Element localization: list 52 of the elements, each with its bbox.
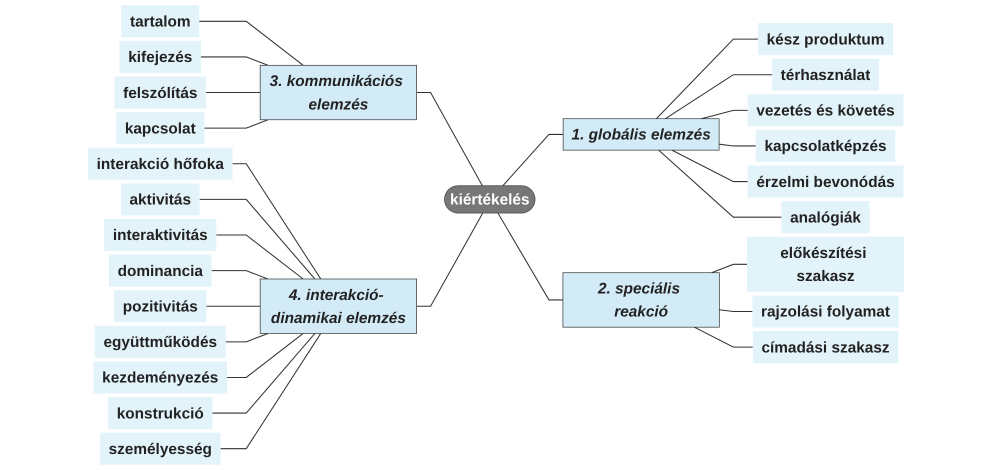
- connector: [416, 92, 484, 186]
- node-box: vezetés és követés: [748, 94, 904, 126]
- connector: [206, 306, 260, 307]
- node-box: interaktivitás: [104, 218, 216, 252]
- connector: [656, 38, 758, 120]
- connector: [502, 134, 564, 186]
- node-box: aktivitás: [120, 183, 200, 216]
- connector: [719, 144, 756, 146]
- node-box: interakció hőfoka: [88, 148, 233, 180]
- node-box: kapcsolatképzés: [756, 130, 896, 162]
- node-box: érzelmi bevonódás: [748, 166, 904, 198]
- node-box: térhasználat: [772, 58, 880, 91]
- connector: [199, 198, 316, 280]
- connector: [711, 264, 748, 274]
- connector: [694, 326, 754, 348]
- node-box: analógiák: [781, 201, 870, 234]
- node-box: konstrukció: [108, 397, 213, 430]
- node-box: együttműködés: [94, 326, 226, 358]
- connector: [216, 234, 304, 280]
- node-box: 2. speciális reakció: [562, 272, 720, 328]
- node-box: kész produktum: [758, 23, 894, 56]
- connector: [226, 333, 304, 378]
- connector: [701, 110, 748, 120]
- node-box: 1. globális elemzés: [562, 118, 720, 150]
- connector: [232, 163, 322, 280]
- node-box: kifejezés: [120, 40, 202, 73]
- connector: [198, 20, 304, 66]
- node-box: felszólítás: [114, 76, 206, 109]
- connector: [719, 309, 753, 312]
- node-box: kezdeményezés: [93, 361, 228, 394]
- connector: [212, 333, 316, 414]
- connector: [672, 150, 748, 182]
- connector: [665, 74, 772, 120]
- node-box: rajzolási folyamat: [752, 295, 899, 328]
- node-box: címadási szakasz: [752, 331, 898, 364]
- connector: [658, 150, 782, 218]
- node-box: dominancia: [108, 254, 212, 287]
- connector: [220, 333, 322, 450]
- node-box: személyesség: [100, 432, 221, 465]
- node-box: tartalom: [121, 5, 200, 38]
- node-box: 3. kommunikációs elemzés: [260, 64, 417, 120]
- node-box: előkészítési szakasz: [746, 236, 904, 292]
- connector: [225, 332, 268, 342]
- node-box: kapcsolat: [116, 112, 204, 144]
- connector: [206, 92, 260, 94]
- connector: [204, 119, 268, 129]
- connector: [200, 56, 268, 66]
- node-box: 4. interakció- dinamikai elemzés: [260, 278, 417, 334]
- node-box: pozitivitás: [114, 290, 207, 322]
- connector: [416, 213, 484, 307]
- connector: [498, 213, 563, 300]
- connector: [211, 270, 268, 280]
